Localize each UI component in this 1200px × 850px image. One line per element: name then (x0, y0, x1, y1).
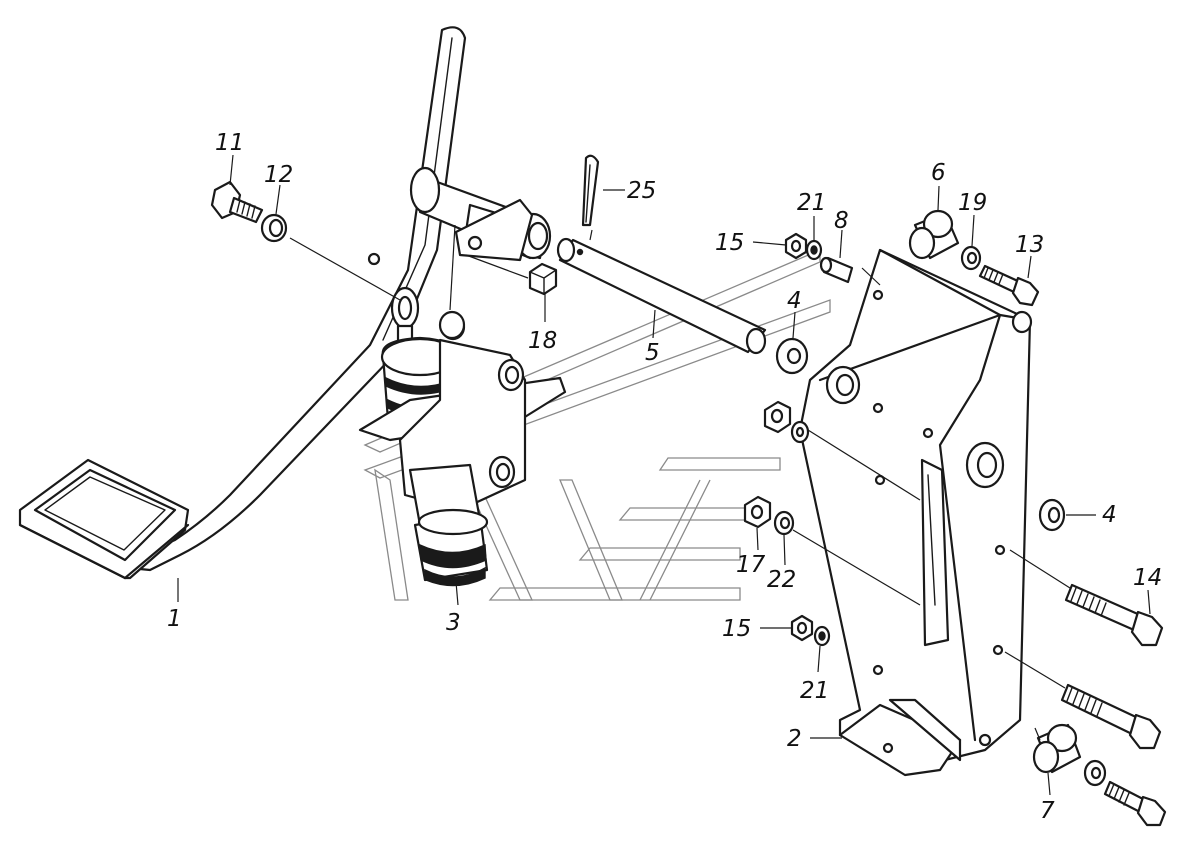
label-4-right: 4 (1102, 502, 1117, 528)
bolt-bottom (1103, 780, 1167, 827)
label-15-upper: 15 (715, 230, 744, 256)
pin-shaft-part-5 (556, 237, 767, 355)
label-6: 6 (931, 160, 946, 186)
label-1: 1 (167, 606, 182, 632)
washer-lower (1083, 759, 1107, 787)
bracket-part-2 (798, 248, 1033, 777)
bushing-part-7 (1032, 723, 1082, 774)
nut-part-17 (743, 495, 772, 529)
label-22: 22 (767, 567, 796, 593)
label-12: 12 (264, 162, 293, 188)
lock-washer-part-21-upper (805, 239, 823, 261)
shaft-washer (438, 310, 466, 340)
label-8: 8 (834, 208, 849, 234)
label-leaders (177, 154, 1151, 796)
label-5: 5 (645, 340, 660, 366)
nut-near-bracket (763, 400, 810, 444)
spacer-part-8 (819, 256, 854, 284)
label-19: 19 (958, 190, 987, 216)
label-11: 11 (215, 130, 244, 156)
lock-washer-part-21-lower (813, 625, 831, 647)
pedal-shaft-tube (409, 166, 552, 262)
master-cylinder-part-3 (358, 286, 567, 587)
label-4-upper: 4 (787, 288, 802, 314)
washer-part-4-upper (775, 337, 809, 375)
label-14: 14 (1133, 565, 1162, 591)
label-13: 13 (1015, 232, 1044, 258)
assembly-lines (289, 224, 1071, 741)
label-17: 17 (736, 552, 766, 578)
label-25: 25 (627, 178, 656, 204)
label-7: 7 (1040, 798, 1055, 824)
nut-part-15-lower (790, 614, 814, 642)
nut-part-15-upper (784, 232, 808, 260)
bushing-part-6 (908, 209, 960, 260)
washer-part-19 (960, 245, 982, 271)
bolt-part-11 (210, 180, 264, 224)
bolt-lower (1060, 683, 1162, 750)
washer-part-12 (260, 213, 288, 243)
part-labels: 1 2 3 4 4 5 6 7 8 11 12 13 14 15 15 17 1… (167, 130, 1162, 824)
label-21-upper: 21 (797, 190, 826, 216)
label-2: 2 (787, 726, 802, 752)
label-18: 18 (528, 328, 557, 354)
label-15-lower: 15 (722, 616, 751, 642)
label-3: 3 (446, 610, 461, 636)
washer-part-4-right (1038, 498, 1066, 532)
bolt-part-13 (978, 264, 1040, 307)
label-21-lower: 21 (800, 678, 829, 704)
cotter-pin-part-25 (581, 154, 600, 227)
washer-part-22 (773, 510, 795, 536)
nut-part-18 (528, 262, 558, 296)
watermark-logo (363, 249, 831, 601)
bolt-part-14 (1064, 583, 1164, 647)
